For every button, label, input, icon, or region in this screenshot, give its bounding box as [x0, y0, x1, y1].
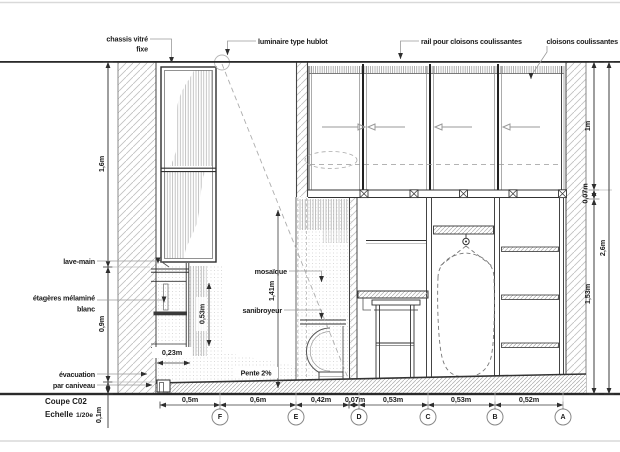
callout-evacuation-line2: par caniveau [53, 381, 95, 390]
sliding-partitions [304, 64, 567, 199]
shelf [153, 311, 187, 316]
callout-etageres-line1: étagères mélaminé [33, 294, 95, 303]
scale-value: 1/20e [76, 412, 93, 419]
rail-fixing-boxes [359, 189, 567, 199]
glass-panel [160, 66, 217, 263]
dim-right-2-6m: 2,6m [598, 239, 607, 256]
floor-line [0, 392, 620, 396]
grid-bubble-d: D [356, 414, 361, 421]
dim-right-0-07m: 0,07m [581, 183, 590, 204]
dim-left-0-9m: 0,9m [97, 315, 106, 332]
callout-chassis-line2: fixe [136, 45, 148, 54]
callout-evacuation-line1: évacuation [59, 370, 95, 379]
dimension-right-chain [586, 61, 614, 395]
dim-right-1m: 1m [583, 120, 592, 131]
dim-bottom-0-07m: 0,07m [345, 395, 366, 404]
shelf [501, 294, 559, 300]
ceiling-line [0, 61, 620, 63]
shower-area [295, 197, 350, 390]
worktop [357, 290, 429, 299]
grid-bubble-b: B [492, 414, 497, 421]
dim-shelf-0-53m: 0,53m [198, 303, 207, 324]
wardrobe-area [433, 197, 500, 382]
grid-line-markers [211, 391, 572, 426]
stool [371, 299, 421, 378]
dim-left-1-6m: 1,6m [97, 155, 106, 172]
left-wall [117, 62, 157, 394]
dim-bottom-0-42m: 0,42m [311, 395, 332, 404]
wc-sanibroyeur [300, 319, 346, 382]
callout-luminaire: luminaire type hublot [258, 37, 328, 46]
drawing-title: Coupe C02 [45, 397, 87, 406]
shelf [501, 246, 559, 252]
desk-area [357, 197, 432, 382]
callout-cloisons: cloisons coulissantes [546, 37, 618, 46]
hublot-light-dashed [304, 151, 358, 169]
callout-leaders [97, 38, 548, 388]
dim-bottom-0-5m: 0,5m [182, 395, 199, 404]
slide-direction-arrows [322, 123, 540, 131]
callout-etageres-line2: blanc [77, 305, 95, 314]
slope-label: Pente 2% [241, 368, 273, 377]
callout-lave-main: lave-main [63, 257, 95, 266]
dim-right-1-53m: 1,53m [583, 283, 592, 304]
label-bg [196, 297, 207, 331]
wall-above-shower [295, 62, 309, 197]
right-wall [565, 62, 587, 394]
scale-label: Echelle [45, 410, 74, 419]
dim-bottom-0-6m: 0,6m [250, 395, 267, 404]
rail-section [309, 66, 564, 74]
garment-bag-dashed [437, 245, 495, 378]
dim-bottom-0-53m-a: 0,53m [383, 395, 404, 404]
dim-wall-1-41m: 1,41m [267, 280, 276, 301]
sloped-screed-line [155, 373, 587, 384]
wall-shower-right [349, 197, 358, 385]
dim-bottom-0-52m: 0,52m [519, 395, 540, 404]
dim-bottom-0-53m-b: 0,53m [451, 395, 472, 404]
callout-sanibroyeur: sanibroyeur [243, 306, 283, 315]
header-board [433, 225, 494, 235]
label-bg [234, 367, 278, 378]
callout-mosaique: mosaïque [255, 267, 288, 276]
shelving-area [501, 197, 564, 382]
shelf [501, 342, 559, 348]
grid-bubble-a: A [560, 414, 565, 421]
drain-channel [156, 379, 171, 393]
callout-chassis-line1: chassis vitré [106, 35, 148, 44]
label-bg [152, 347, 192, 358]
grid-bubble-f: F [218, 414, 223, 421]
dim-depth-0-23m: 0,23m [162, 348, 183, 357]
dimension-interior [156, 209, 281, 389]
dimension-left-chain [103, 61, 156, 428]
grid-bubble-c: C [425, 414, 430, 421]
callout-rail: rail pour cloisons coulissantes [421, 37, 522, 46]
dim-left-0-1m: 0,1m [94, 406, 103, 423]
mosaic-wall [299, 199, 350, 230]
floor-slab [155, 373, 587, 393]
grid-bubble-e: E [294, 414, 299, 421]
